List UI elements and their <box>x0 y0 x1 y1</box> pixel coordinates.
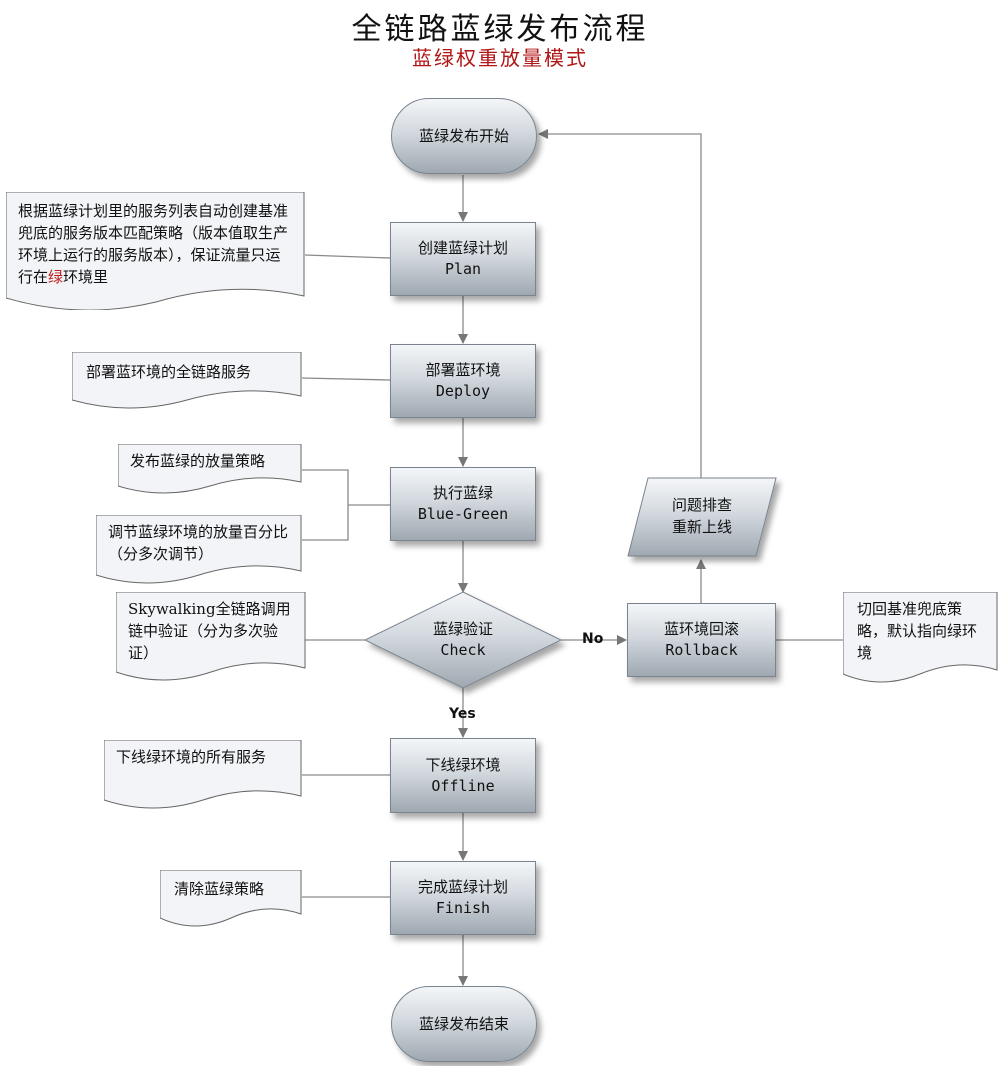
note-bluegreen-adjust: 调节蓝绿环境的放量百分比（分多次调节） <box>96 515 302 585</box>
note-plan-highlight: 绿 <box>48 268 64 286</box>
note-plan-text: 根据蓝绿计划里的服务列表自动创建基准兜底的服务版本匹配策略（版本值取生产环境上运… <box>18 202 289 286</box>
bluegreen-en: Blue-Green <box>417 505 509 523</box>
plan-en: Plan <box>444 260 482 278</box>
fix-node: 问题排查 重新上线 <box>640 494 764 538</box>
diagram-title: 全链路蓝绿发布流程 <box>351 12 649 47</box>
finish-node: 完成蓝绿计划 Finish <box>390 861 536 935</box>
note-bluegreen-strategy: 发布蓝绿的放量策略 <box>118 444 302 494</box>
note-bluegreen-strategy-text: 发布蓝绿的放量策略 <box>130 452 266 470</box>
edge-label-no: No <box>582 631 604 647</box>
start-label: 蓝绿发布开始 <box>418 126 509 145</box>
finish-en: Finish <box>435 899 491 917</box>
finish-cn: 完成蓝绿计划 <box>417 878 508 896</box>
note-finish: 清除蓝绿策略 <box>160 870 302 928</box>
plan-node: 创建蓝绿计划 Plan <box>390 222 536 296</box>
check-cn: 蓝绿验证 <box>432 620 493 638</box>
end-label: 蓝绿发布结束 <box>418 1014 509 1033</box>
note-check: Skywalking全链路调用链中验证（分为多次验证） <box>116 592 306 682</box>
check-diamond-shape <box>363 591 563 689</box>
plan-cn: 创建蓝绿计划 <box>417 239 508 257</box>
check-en: Check <box>440 641 486 659</box>
deploy-en: Deploy <box>435 382 491 400</box>
diagram-subtitle: 蓝绿权重放量模式 <box>412 46 588 70</box>
edge-fix-start <box>538 129 702 478</box>
fix-parallelogram-shape <box>627 477 777 557</box>
fix-line2: 重新上线 <box>671 518 732 536</box>
rollback-cn: 蓝环境回滚 <box>663 620 739 638</box>
offline-node: 下线绿环境 Offline <box>390 738 536 813</box>
start-node: 蓝绿发布开始 <box>391 98 537 174</box>
rollback-en: Rollback <box>665 641 738 659</box>
note-plan: 根据蓝绿计划里的服务列表自动创建基准兜底的服务版本匹配策略（版本值取生产环境上运… <box>6 192 306 310</box>
end-node: 蓝绿发布结束 <box>391 986 537 1062</box>
note-offline: 下线绿环境的所有服务 <box>104 740 302 810</box>
bluegreen-node: 执行蓝绿 Blue-Green <box>390 467 536 541</box>
deploy-node: 部署蓝环境 Deploy <box>390 344 536 418</box>
note-rollback: 切回基准兜底策略，默认指向绿环境 <box>843 592 998 684</box>
note-offline-text: 下线绿环境的所有服务 <box>116 748 267 766</box>
offline-cn: 下线绿环境 <box>425 755 501 774</box>
edge-label-yes: Yes <box>449 706 476 722</box>
note-rollback-text: 切回基准兜底策略，默认指向绿环境 <box>857 600 978 662</box>
note-plan-text-end: 环境里 <box>63 268 109 286</box>
note-deploy: 部署蓝环境的全链路服务 <box>72 352 302 410</box>
offline-en: Offline <box>431 776 495 795</box>
check-node: 蓝绿验证 Check <box>395 619 531 661</box>
fix-line1: 问题排查 <box>671 496 732 514</box>
note-finish-text: 清除蓝绿策略 <box>174 880 265 898</box>
bluegreen-cn: 执行蓝绿 <box>432 484 493 502</box>
rollback-node: 蓝环境回滚 Rollback <box>627 603 776 677</box>
note-deploy-text: 部署蓝环境的全链路服务 <box>86 363 252 381</box>
note-check-text: Skywalking全链路调用链中验证（分为多次验证） <box>128 600 291 662</box>
deploy-cn: 部署蓝环境 <box>425 361 501 379</box>
note-bluegreen-adjust-text: 调节蓝绿环境的放量百分比（分多次调节） <box>108 523 289 563</box>
